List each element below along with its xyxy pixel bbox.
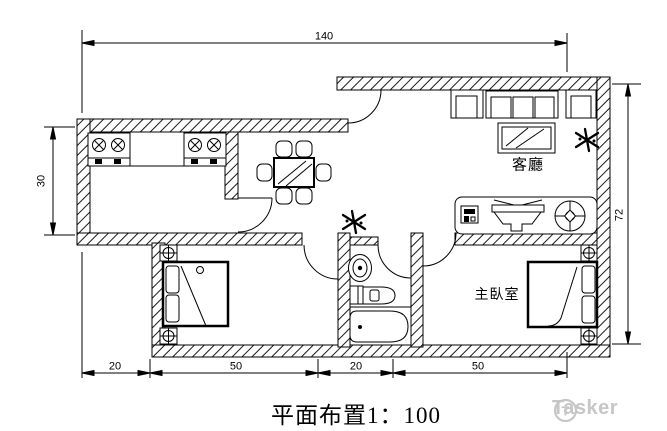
- bathroom-door-arc: [377, 244, 412, 279]
- bathtub-icon: [349, 310, 409, 343]
- coffee-table-icon: [497, 122, 556, 154]
- chair-icon: [275, 140, 293, 158]
- chair-icon: [295, 187, 313, 205]
- sofa-icon: [485, 90, 559, 119]
- chair-icon: [256, 163, 273, 182]
- wall-bath-left: [337, 232, 351, 348]
- watermark-logo-letter: T: [562, 404, 570, 419]
- left-bedroom-door-arc: [303, 244, 339, 280]
- nightstand-icon: [159, 327, 178, 345]
- entrance-door-arc: [347, 89, 382, 124]
- left-bedroom: [159, 244, 230, 345]
- dim-right-height: 72: [613, 207, 626, 223]
- chair-icon: [315, 163, 332, 182]
- dim-bottom-seg-3: 20: [348, 360, 364, 373]
- nightstand-icon: [159, 244, 178, 262]
- plan-title: 平面布置1：100: [271, 403, 441, 428]
- master-bedroom-label: 主臥室: [474, 288, 520, 303]
- wall-right: [596, 76, 611, 358]
- tv-cabinet-icon: [454, 196, 598, 235]
- toilet-icon: [349, 285, 396, 305]
- dim-bottom-seg-2: 50: [228, 360, 244, 373]
- dining-door: [237, 197, 273, 233]
- wall-bottom: [151, 344, 611, 358]
- nightstand-icon: [580, 244, 598, 262]
- table-glass: [277, 160, 313, 187]
- doors: [237, 89, 457, 280]
- dim-bottom-seg-1: 20: [107, 360, 123, 373]
- washbasin-icon: [348, 254, 372, 282]
- stove-left-icon: [87, 132, 131, 167]
- dim-bottom-seg-4: 50: [470, 360, 486, 373]
- wall-bath-stub: [349, 236, 379, 246]
- bed-icon: [526, 260, 599, 329]
- dim-top-width: 140: [313, 30, 335, 43]
- plant-icon: [341, 209, 367, 235]
- wall-mid-left: [76, 232, 303, 246]
- plants: [341, 127, 600, 235]
- master-bedroom-door-arc: [422, 232, 457, 267]
- stereo-icon: [460, 205, 479, 224]
- wall-kitchen-top: [76, 118, 349, 133]
- dim-left-height: 30: [35, 173, 48, 189]
- bed-icon: [161, 260, 230, 328]
- living-room-furniture: [450, 89, 598, 235]
- bathroom: [348, 254, 411, 343]
- wall-kitchen-divider: [224, 131, 239, 200]
- chair-icon: [295, 140, 313, 158]
- dining-set: [256, 140, 332, 205]
- kitchen: [87, 132, 227, 167]
- tv-icon: [491, 199, 545, 232]
- dimension-lines: [44, 30, 641, 378]
- watermark-brand: Tasker: [552, 397, 619, 419]
- living-room-label: 客廳: [511, 157, 545, 174]
- armchair-icon: [450, 89, 484, 119]
- nightstand-icon: [580, 327, 598, 345]
- watermark: T Tasker: [552, 397, 619, 423]
- watermark-logo-icon: T: [553, 398, 578, 423]
- master-bedroom: [526, 244, 599, 345]
- wall-living-top: [336, 76, 611, 91]
- wall-mid-right: [454, 232, 598, 246]
- fan-icon: [554, 200, 586, 232]
- wall-bath-right: [410, 232, 424, 348]
- stove-right-icon: [183, 132, 227, 167]
- plant-icon: [574, 127, 600, 153]
- chair-icon: [275, 187, 293, 205]
- armchair-icon: [565, 89, 597, 119]
